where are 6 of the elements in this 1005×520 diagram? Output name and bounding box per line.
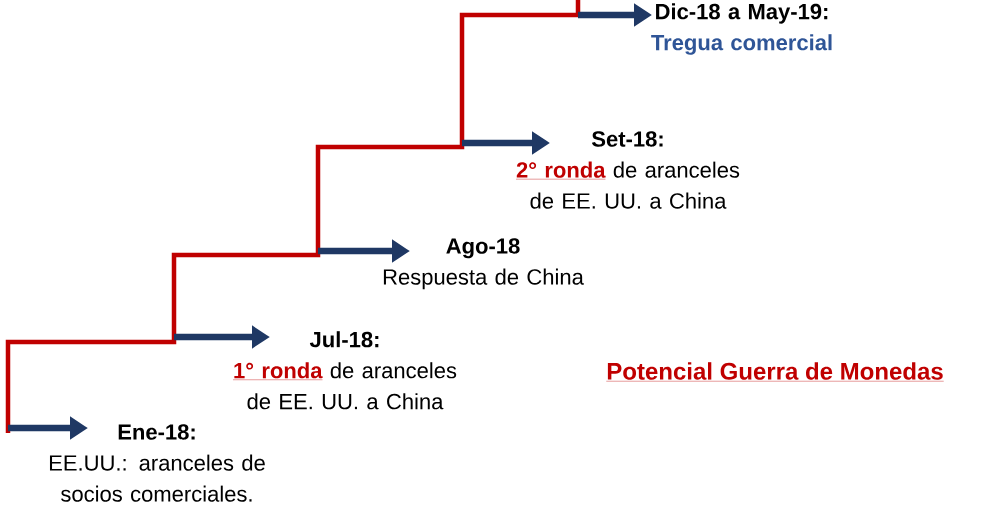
event-text: Dic-18 a May-19: Tregua comercial [651,3,832,55]
heading-text: Potencial Guerra de Monedas [606,362,944,382]
event-text: Ene-18: EE.UU.: aranceles de socios comerciales. [50,424,265,502]
event-text: Set-18: 2° ronda de aranceles de EE. UU. a China [515,131,740,209]
event-text: Ago-18 Respuesta de China [383,238,584,290]
event-text: Jul-18: 1° ronda de aranceles de EE. UU. a China [232,331,457,410]
